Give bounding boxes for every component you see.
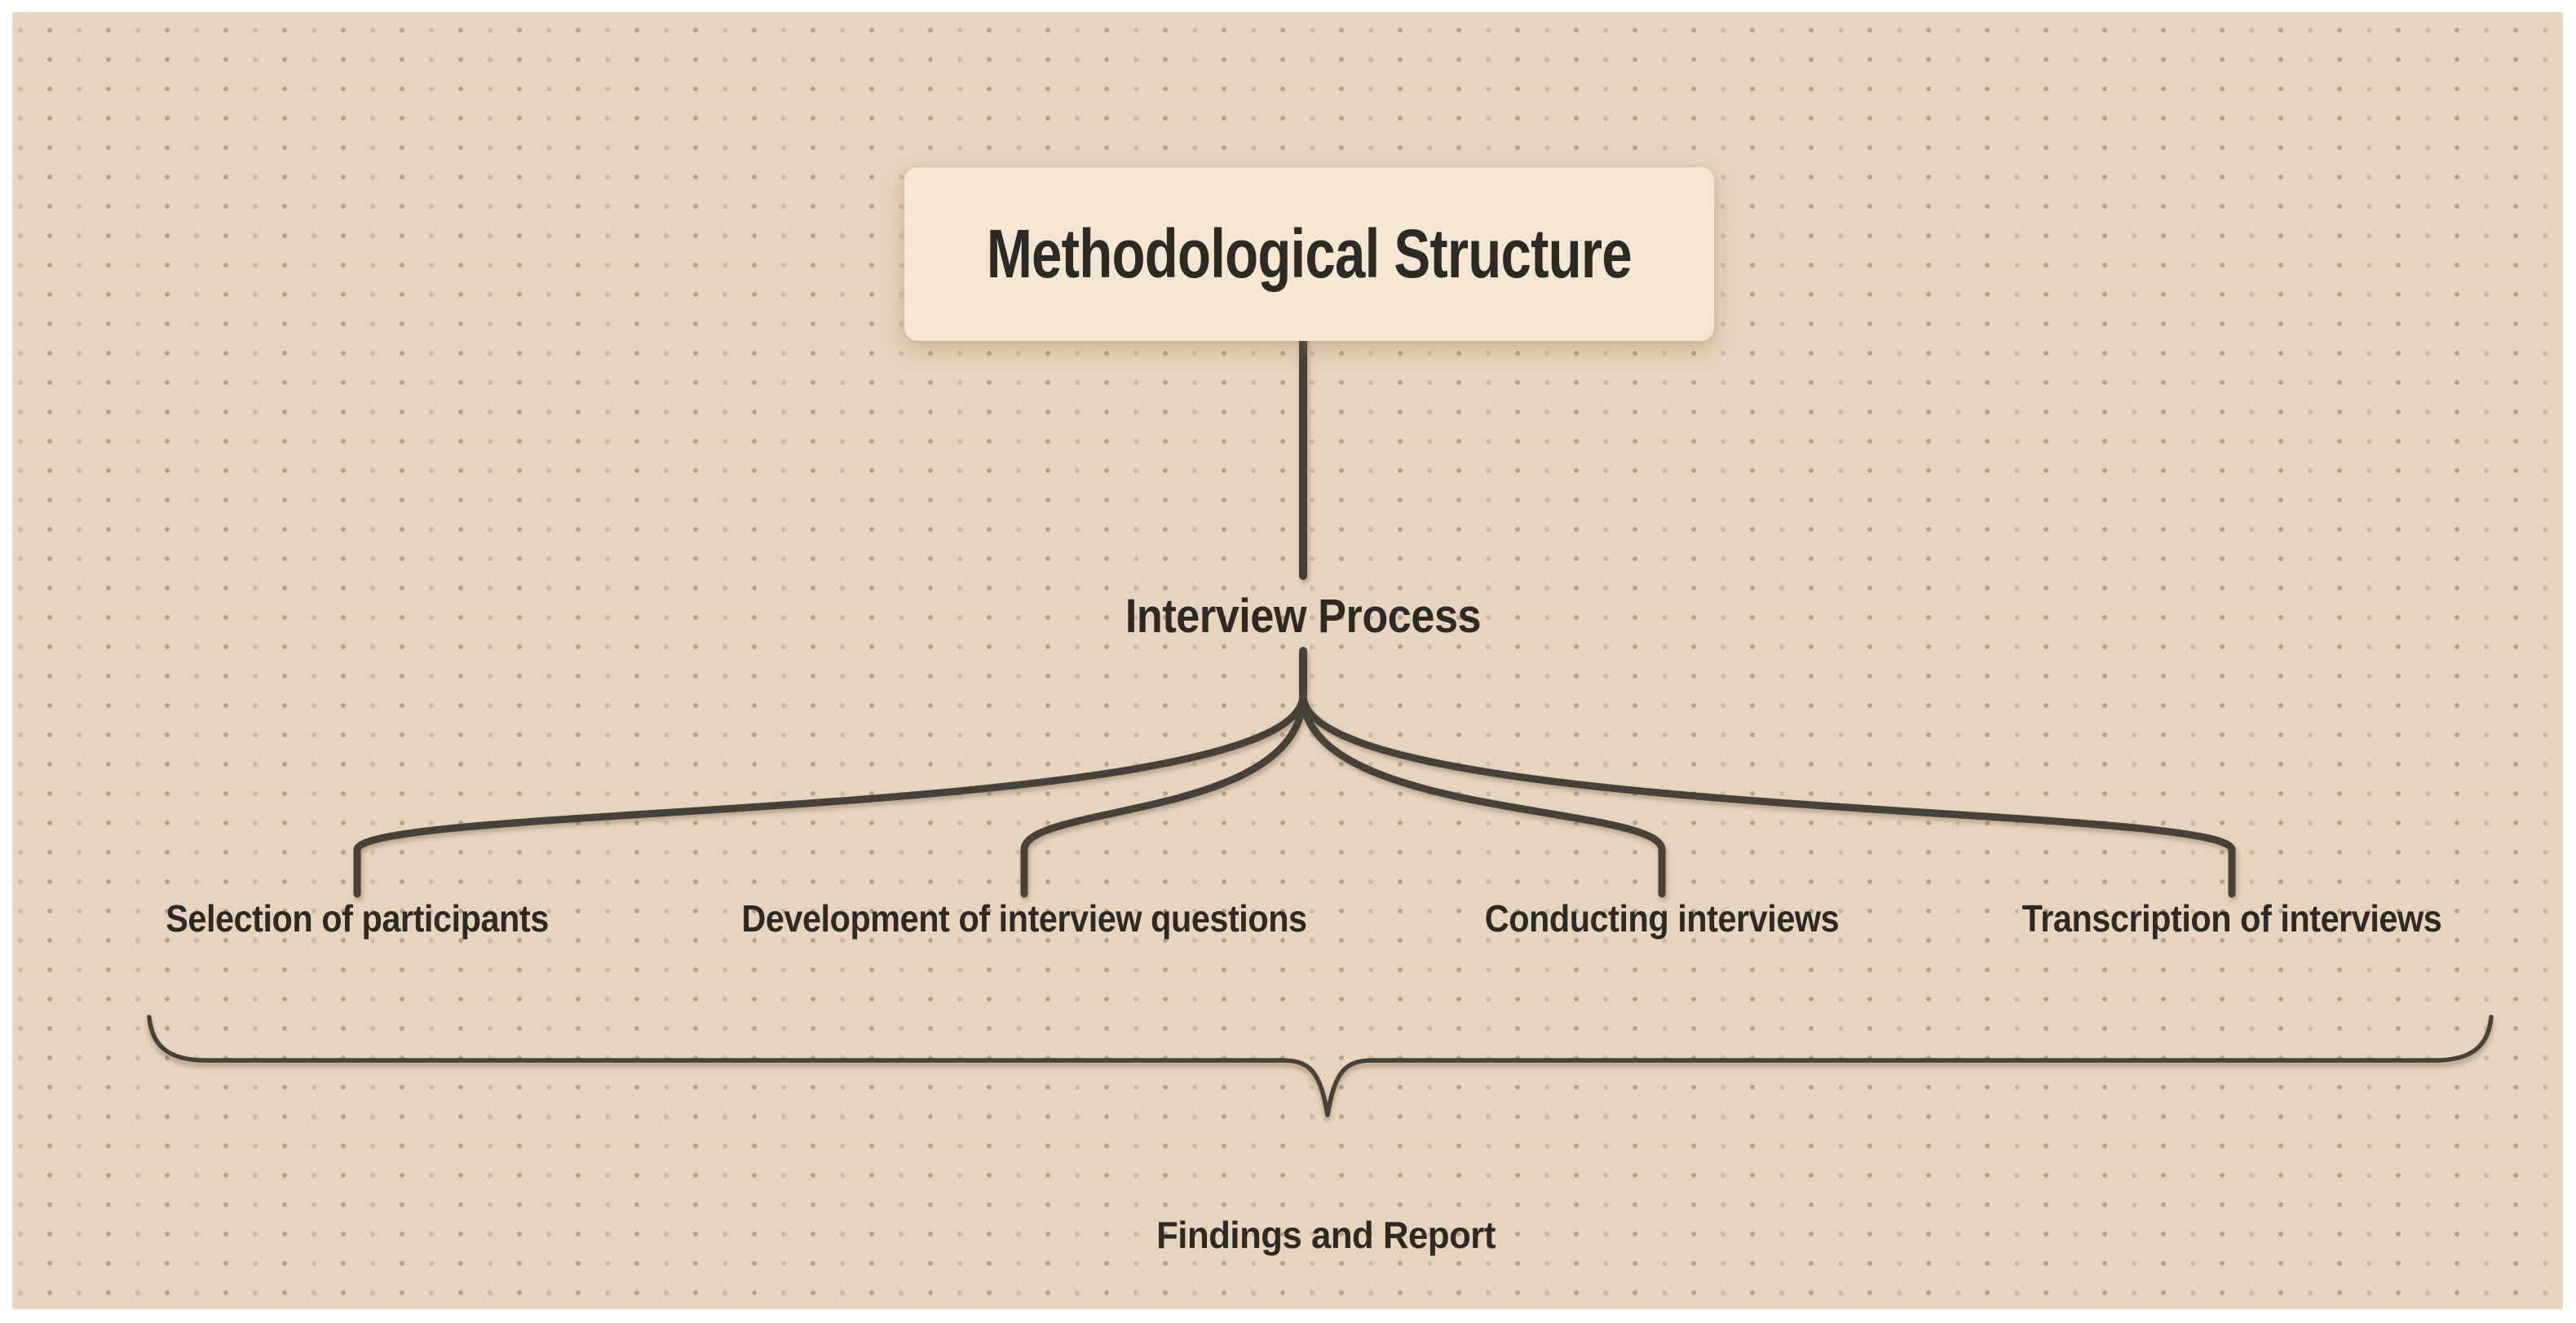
branch-connector-2 bbox=[1020, 691, 1307, 898]
branch-connector-1 bbox=[353, 691, 1307, 898]
branch-connector-4 bbox=[1299, 691, 2236, 898]
root-node-box: Methodological Structure bbox=[904, 167, 1714, 341]
leaf-label-development: Development of interview questions bbox=[741, 897, 1307, 940]
branch-connector-3 bbox=[1299, 691, 1666, 898]
leaf-label-conducting: Conducting interviews bbox=[1484, 897, 1840, 940]
root-node-label: Methodological Structure bbox=[987, 215, 1633, 292]
process-node-label: Interview Process bbox=[1125, 590, 1482, 643]
summary-label: Findings and Report bbox=[1156, 1214, 1496, 1256]
leaf-label-selection: Selection of participants bbox=[166, 897, 549, 940]
summary-brace bbox=[147, 1015, 2494, 1117]
leaf-label-transcription: Transcription of interviews bbox=[2021, 897, 2442, 940]
